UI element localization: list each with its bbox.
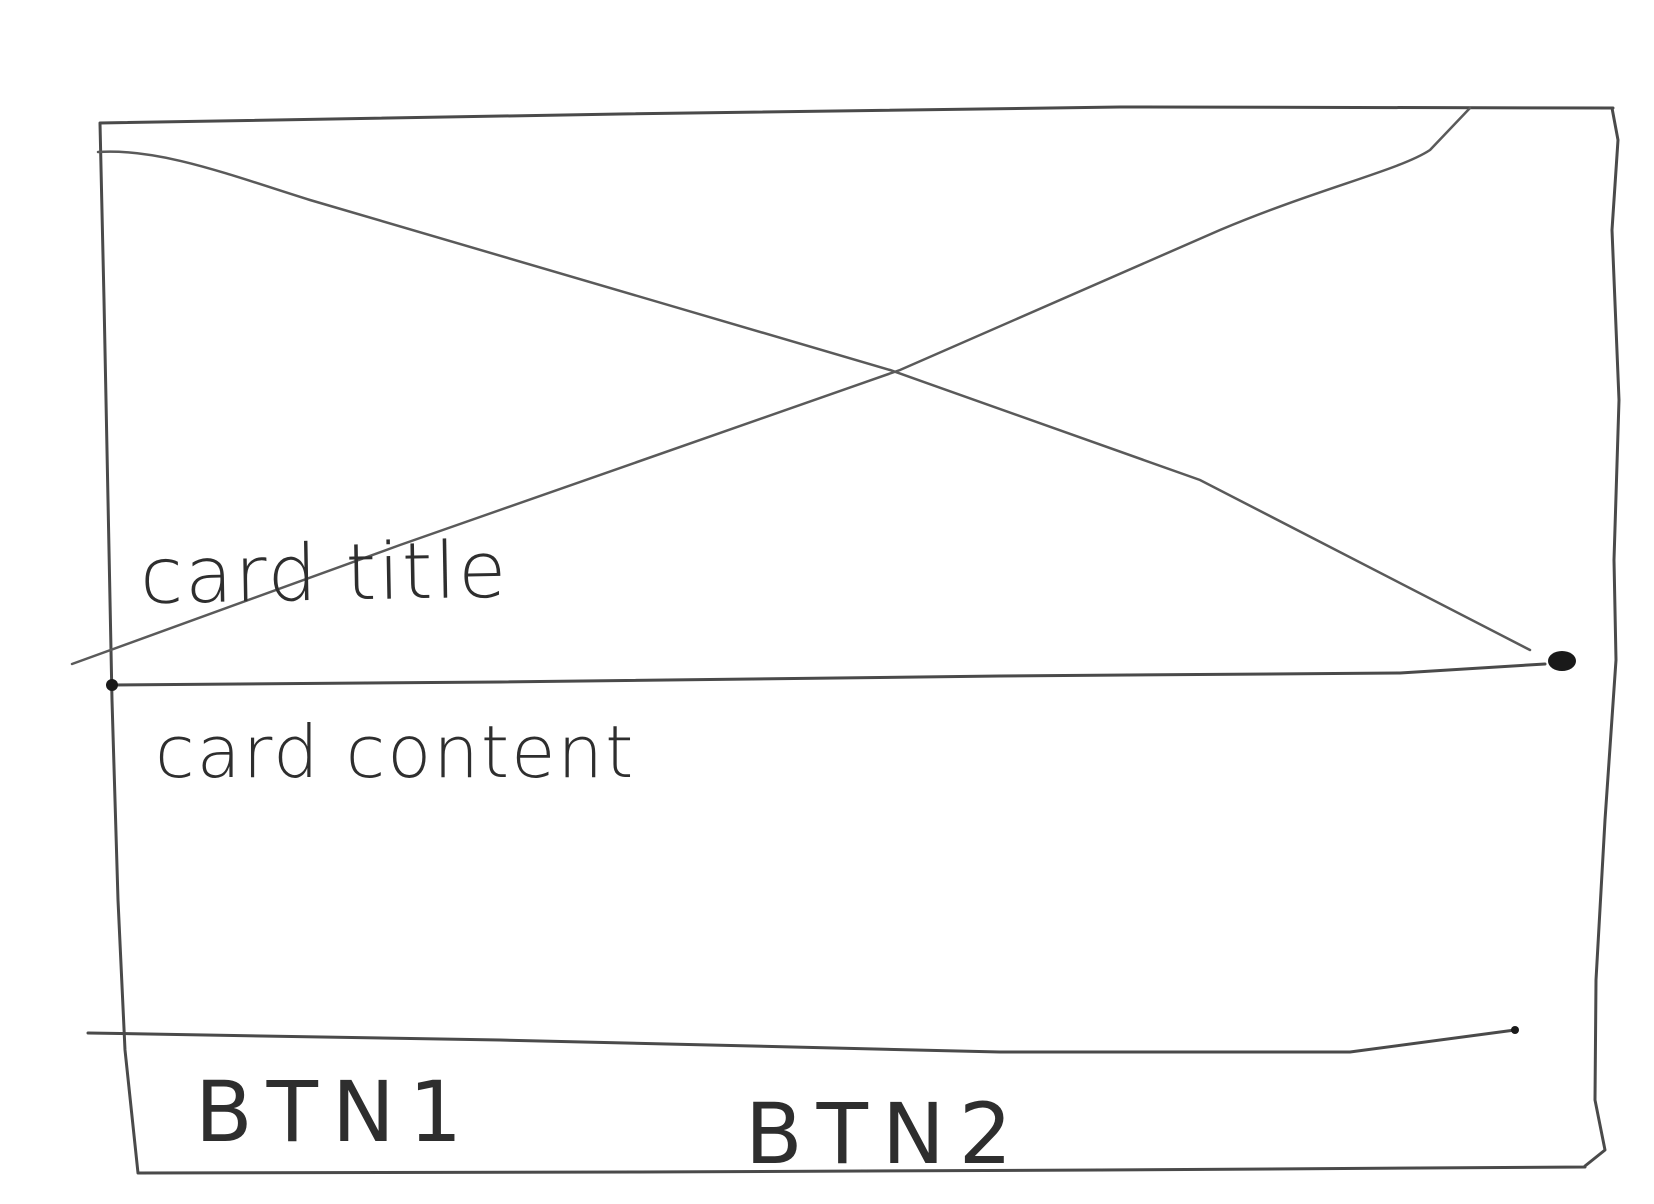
card-content: card content	[155, 710, 636, 794]
card-border	[98, 105, 1621, 1175]
image-placeholder-diagonal-a	[96, 150, 1532, 652]
image-placeholder	[70, 106, 1532, 666]
btn2-button[interactable]: BTN2	[745, 1085, 1027, 1183]
divider-end-dot-left	[106, 679, 118, 691]
actions-divider	[86, 1028, 1517, 1054]
card-title: card title	[139, 525, 509, 622]
btn1-button[interactable]: BTN1	[195, 1063, 477, 1161]
title-divider	[110, 662, 1547, 687]
divider-end-dot-right	[1548, 651, 1576, 671]
actions-divider-end-dot	[1511, 1026, 1519, 1034]
image-placeholder-diagonal-b	[70, 106, 1472, 666]
